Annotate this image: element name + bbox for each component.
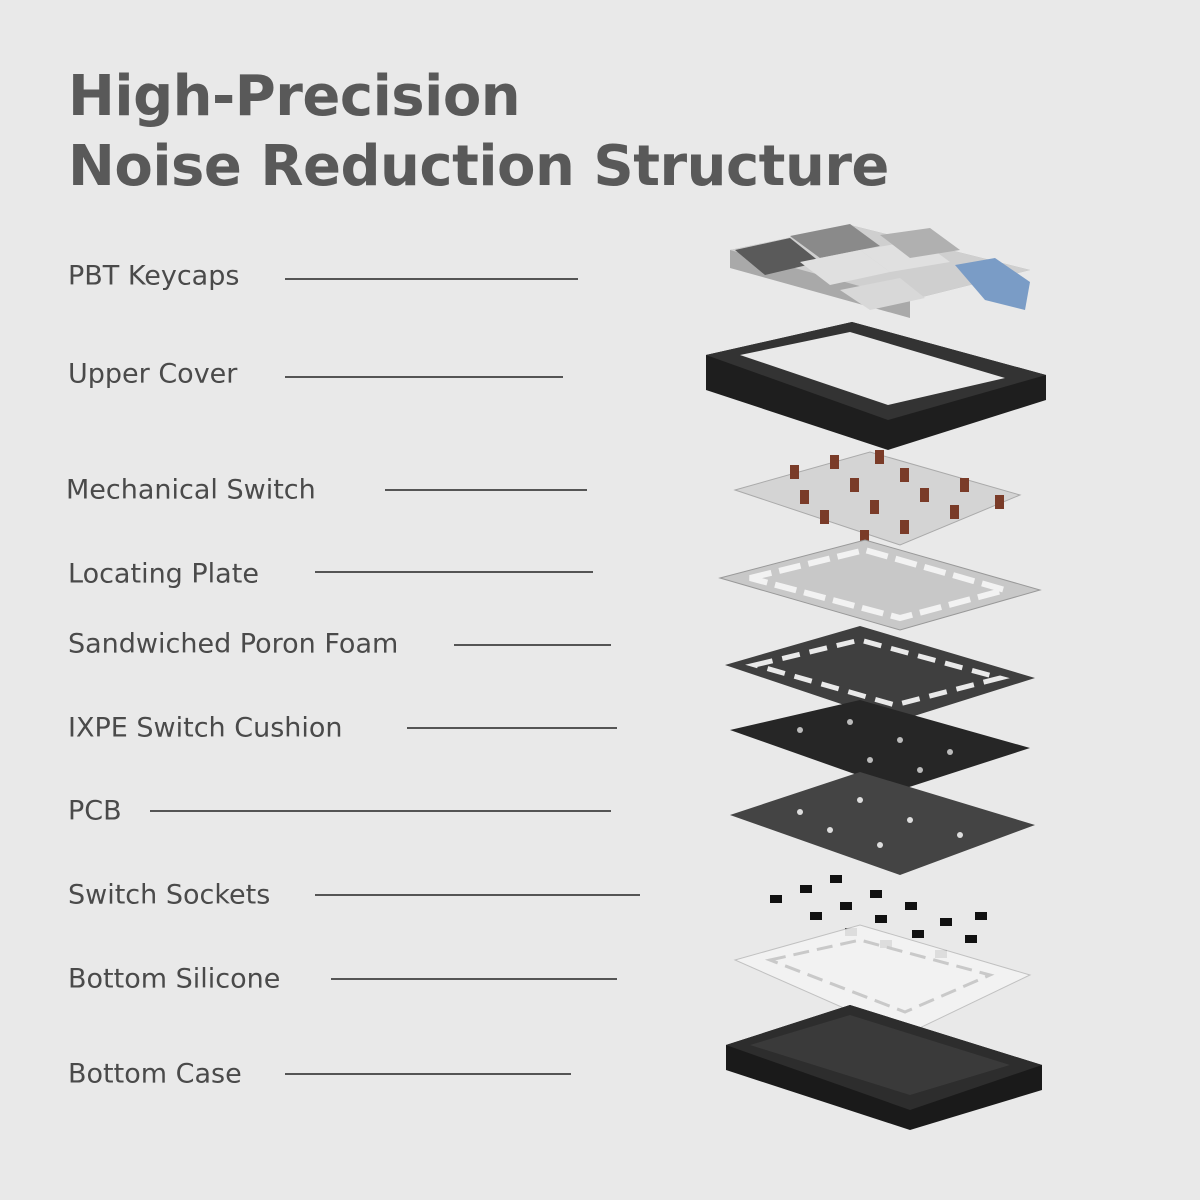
leader-line	[150, 810, 611, 812]
label-poron-foam: Sandwiched Poron Foam	[68, 628, 399, 660]
label-mechanical-switch: Mechanical Switch	[66, 474, 316, 506]
label-pcb: PCB	[68, 795, 122, 827]
ixpe-cushion-layer	[730, 700, 1030, 790]
poron-foam-layer	[725, 626, 1035, 722]
page-title: High-Precision Noise Reduction Structure	[68, 62, 889, 202]
keycaps-layer	[730, 224, 1030, 318]
leader-line	[285, 278, 578, 280]
bottom-case-layer	[726, 1005, 1042, 1130]
label-ixpe-switch-cushion: IXPE Switch Cushion	[68, 712, 343, 744]
label-locating-plate: Locating Plate	[68, 558, 259, 590]
title-line-2: Noise Reduction Structure	[68, 134, 889, 199]
label-switch-sockets: Switch Sockets	[68, 879, 271, 911]
leader-line	[407, 727, 617, 729]
leader-line	[285, 376, 563, 378]
leader-line	[454, 644, 611, 646]
leader-line	[331, 978, 617, 980]
title-line-1: High-Precision	[68, 64, 521, 129]
locating-plate-layer	[718, 539, 1042, 631]
leader-line	[285, 1073, 571, 1075]
leader-line	[315, 894, 640, 896]
leader-line	[385, 489, 587, 491]
label-pbt-keycaps: PBT Keycaps	[68, 260, 240, 292]
leader-line	[315, 571, 593, 573]
label-bottom-silicone: Bottom Silicone	[68, 963, 281, 995]
label-bottom-case: Bottom Case	[68, 1058, 242, 1090]
mechanical-switches-layer	[733, 450, 1022, 546]
upper-cover-layer	[706, 322, 1046, 450]
label-upper-cover: Upper Cover	[68, 358, 238, 390]
pcb-layer	[730, 772, 1035, 875]
